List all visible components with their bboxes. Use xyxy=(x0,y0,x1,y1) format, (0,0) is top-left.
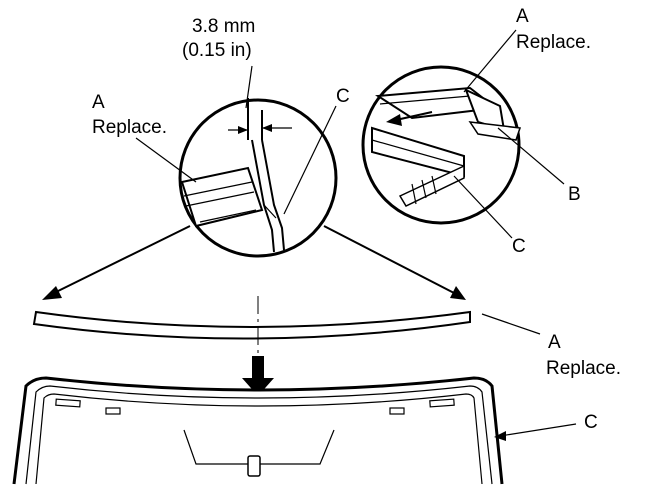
top-right-letter: A xyxy=(516,6,529,27)
upper-molding xyxy=(32,310,541,340)
install-arrow xyxy=(242,356,274,396)
detail-arrows xyxy=(42,225,466,300)
left-detail-view xyxy=(135,65,338,258)
right-c-label: C xyxy=(512,236,526,257)
right-b-label: B xyxy=(568,184,581,205)
left-callout-letter: A xyxy=(92,92,105,113)
right-detail-view xyxy=(361,29,565,239)
molding-block xyxy=(180,166,264,228)
dimension-mm-label: 3.8 mm xyxy=(192,16,255,37)
windshield xyxy=(12,376,577,485)
molding-text: Replace. xyxy=(546,358,621,379)
left-callout-text: Replace. xyxy=(92,117,167,138)
left-c-label: C xyxy=(336,86,350,107)
mirror-mount xyxy=(247,455,261,477)
dimension-in-label: (0.15 in) xyxy=(182,40,252,61)
molding-letter: A xyxy=(548,332,561,353)
windshield-c-label: C xyxy=(584,412,598,433)
top-right-text: Replace. xyxy=(516,32,591,53)
